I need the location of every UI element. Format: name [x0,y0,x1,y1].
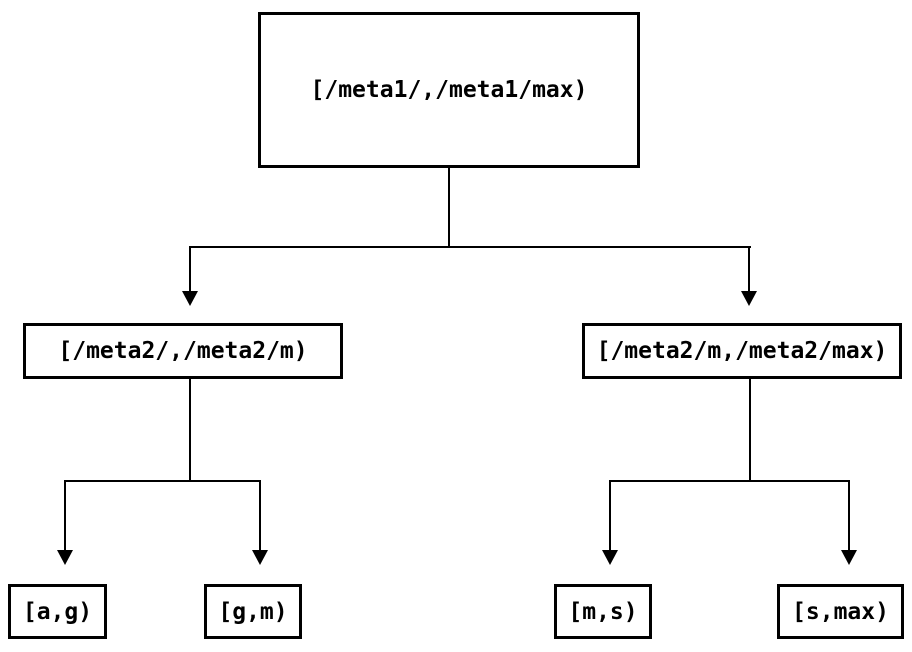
edge-root-branch-bar-line [189,246,751,248]
node-root-meta1-range: [/meta1/,/meta1/max) [258,12,640,168]
node-meta2-lower-range: [/meta2/,/meta2/m) [23,323,343,379]
arrowhead-down-icon [252,550,268,565]
edge-right-to-leaf-smax-line [848,480,850,551]
arrowhead-down-icon [57,550,73,565]
edge-left-to-leaf-gm-line [259,480,261,551]
arrowhead-down-icon [602,550,618,565]
edge-left-branch-bar-line [64,480,261,482]
node-leaf-g-m: [g,m) [204,584,302,639]
edge-right-branch-bar-line [609,480,850,482]
node-meta2-upper-range: [/meta2/m,/meta2/max) [582,323,902,379]
edge-root-stem-line [448,168,450,247]
arrowhead-down-icon [182,291,198,306]
arrowhead-down-icon [741,291,757,306]
edge-right-to-leaf-ms-line [609,480,611,551]
edge-root-to-left-line [189,246,191,292]
node-leaf-a-g: [a,g) [8,584,107,639]
node-leaf-s-max: [s,max) [777,584,904,639]
edge-root-to-right-line [748,246,750,292]
edge-right-stem-line [749,379,751,482]
edge-left-stem-line [189,379,191,482]
arrowhead-down-icon [841,550,857,565]
edge-left-to-leaf-ag-line [64,480,66,551]
node-leaf-m-s: [m,s) [554,584,652,639]
